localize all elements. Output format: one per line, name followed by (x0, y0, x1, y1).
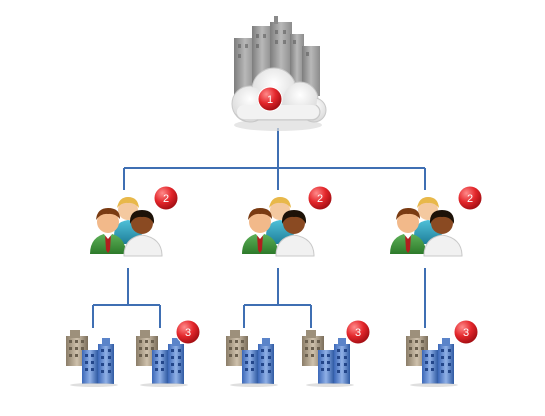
user-group-icon (89, 196, 163, 257)
user-group-icon (389, 196, 463, 257)
group-2-badge-label: 2 (317, 193, 323, 205)
group-3-badge-label: 2 (467, 193, 473, 205)
user-group-icon (241, 196, 315, 257)
group-2-children-badge: 3 (345, 319, 371, 345)
group-1-children-badge-label: 3 (185, 327, 191, 339)
root-badge-label: 1 (267, 94, 273, 106)
city-cloud-icon (231, 16, 327, 131)
group-1-badge-label: 2 (163, 193, 169, 205)
group-3-children-badge: 3 (453, 319, 479, 345)
group-3-badge: 2 (457, 185, 483, 211)
connector-lines (92, 128, 426, 328)
buildings-icon (302, 330, 354, 387)
group-2-children-badge-label: 3 (355, 327, 361, 339)
buildings-icon (406, 330, 458, 387)
root-badge: 1 (257, 86, 283, 112)
group-3-children-badge-label: 3 (463, 327, 469, 339)
group-1-children-badge: 3 (175, 319, 201, 345)
buildings-icon (66, 330, 118, 387)
group-1-badge: 2 (153, 185, 179, 211)
buildings-icon (226, 330, 278, 387)
group-2-badge: 2 (307, 185, 333, 211)
